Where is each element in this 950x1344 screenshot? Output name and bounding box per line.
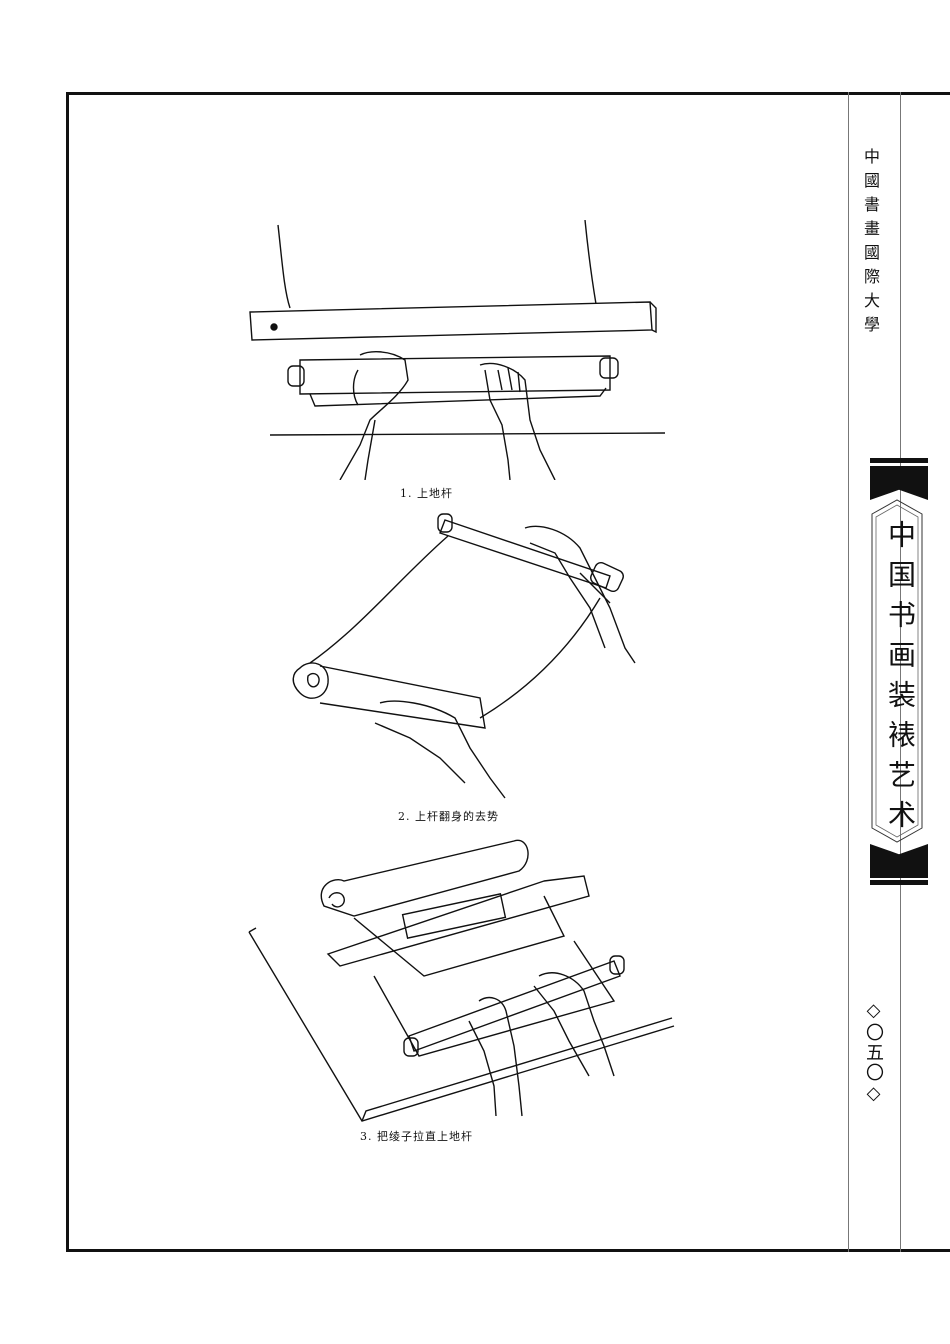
sidebar-divider-left	[848, 92, 849, 1252]
title-ornament-frame	[871, 499, 923, 843]
sidebar-divider-right	[900, 92, 901, 1252]
hands-flipping-rod-illustration	[292, 513, 636, 799]
hands-attaching-rod-illustration	[249, 220, 666, 480]
page-frame	[66, 92, 950, 1252]
figure-1-caption: 1. 上地杆	[400, 487, 453, 500]
figure-2-caption: 2. 上杆翻身的去势	[398, 810, 499, 823]
hands-straightening-silk-illustration	[248, 839, 675, 1122]
figure-3-caption: 3. 把绫子拉直上地杆	[360, 1130, 473, 1143]
title-bar-top-thin	[870, 458, 928, 463]
university-name: 中國書畫國際大學	[861, 148, 880, 340]
page-number: ◇〇五〇◇	[863, 1000, 884, 1106]
title-bar-bottom-thin	[870, 880, 928, 885]
book-title: 中国书画装裱艺术	[884, 520, 917, 840]
